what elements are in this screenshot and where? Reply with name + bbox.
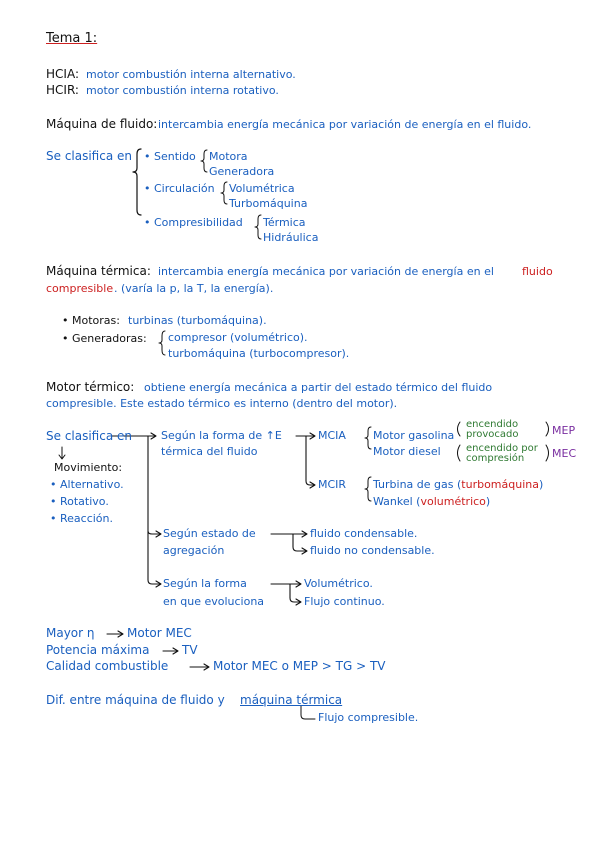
wankel-line: Wankel (volumétrico): [373, 495, 491, 508]
hcia-term: HCIA:: [46, 67, 79, 81]
maquina-termica-rest: . (varía la p, la T, la energía).: [114, 282, 274, 295]
turbina-gas-turbomaquina: turbomáquina: [461, 478, 539, 491]
agregacion-item-no-condensable: fluido no condensable.: [310, 544, 435, 557]
wankel-close: ): [485, 495, 491, 508]
comparacion-1-left: Mayor η: [46, 626, 95, 640]
sentido-item-motora: Motora: [209, 150, 248, 163]
movimiento-item-reaccion: • Reacción.: [50, 512, 113, 525]
movimiento-item-alternativo: • Alternativo.: [50, 478, 124, 491]
encendido-provocado-line1: encendido: [466, 419, 519, 430]
page-title: Tema 1:: [46, 31, 98, 46]
circulacion-item-volumetrica: Volumétrica: [229, 182, 295, 195]
agregacion-line2: agregación: [163, 544, 225, 557]
sentido-item-generadora: Generadora: [209, 165, 275, 178]
encendido-compresion-line2: compresión: [466, 453, 525, 464]
movimiento-label: Movimiento:: [54, 461, 123, 474]
motor-termico-term: Motor térmico:: [46, 380, 135, 394]
compresibilidad-item-termica: Térmica: [263, 216, 306, 229]
hcir-term: HCIR:: [46, 83, 79, 97]
wankel-volumetrico: volumétrico: [420, 495, 486, 508]
comparacion-1-right: Motor MEC: [127, 626, 192, 640]
diferencia-note: Flujo compresible.: [318, 711, 419, 724]
evoluciona-item-flujo-continuo: Flujo continuo.: [304, 595, 385, 608]
agregacion-item-condensable: fluido condensable.: [310, 527, 418, 540]
circulacion-label: • Circulación: [144, 182, 215, 195]
diferencia-lead: Dif. entre máquina de fluido y: [46, 693, 225, 707]
motor-diesel: Motor diesel: [373, 445, 441, 458]
evoluciona-line1: Según la forma: [163, 577, 247, 590]
clasifica-lead-2: Se clasifica en: [46, 429, 132, 443]
maquina-termica-term: Máquina térmica:: [46, 264, 151, 278]
agregacion-line1: Según estado de: [163, 527, 256, 540]
encendido-compresion-line1: encendido por: [466, 443, 538, 454]
diferencia-term: máquina térmica: [240, 693, 343, 707]
compresibilidad-item-hidraulica: Hidráulica: [263, 231, 319, 244]
forma-e-line1: Según la forma de ↑E: [161, 429, 282, 442]
motor-termico-line1: obtiene energía mecánica a partir del es…: [144, 381, 493, 394]
mec-label: MEC: [552, 447, 577, 460]
maquina-termica-desc: intercambia energía mecánica por variaci…: [158, 265, 494, 278]
generadoras-item-compresor: compresor (volumétrico).: [168, 331, 308, 344]
motor-gasolina: Motor gasolina: [373, 429, 455, 442]
turbina-gas-line: Turbina de gas (turbomáquina): [373, 478, 544, 491]
turbina-gas-close: ): [538, 478, 544, 491]
sentido-label: • Sentido: [144, 150, 196, 163]
comparacion-2-left: Potencia máxima: [46, 643, 150, 657]
mcir-label: MCIR: [318, 478, 347, 491]
comparacion-3-right: Motor MEC o MEP > TG > TV: [213, 659, 386, 673]
mcia-label: MCIA: [318, 429, 346, 442]
maquina-fluido-desc: intercambia energía mecánica por variaci…: [158, 118, 532, 131]
motor-termico-line2: compresible. Este estado térmico es inte…: [46, 397, 398, 410]
generadoras-item-turbomaquina: turbomáquina (turbocompresor).: [168, 347, 350, 360]
hcia-desc: motor combustión interna alternativo.: [86, 68, 296, 81]
maquina-termica-fluido: fluido: [522, 265, 553, 278]
clasifica-lead-1: Se clasifica en: [46, 149, 132, 163]
evoluciona-line2: en que evoluciona: [163, 595, 265, 608]
generadoras-label: • Generadoras:: [62, 332, 147, 345]
comparacion-3-left: Calidad combustible: [46, 659, 169, 673]
motoras-desc: turbinas (turbomáquina).: [128, 314, 267, 327]
circulacion-item-turbomaquina: Turbomáquina: [229, 197, 308, 210]
compresibilidad-label: • Compresibilidad: [144, 216, 243, 229]
hcir-desc: motor combustión interna rotativo.: [86, 84, 279, 97]
turbina-gas-text: Turbina de gas (: [373, 478, 462, 491]
wankel-text: Wankel (: [373, 495, 421, 508]
mep-label: MEP: [552, 424, 576, 437]
encendido-provocado-line2: provocado: [466, 429, 519, 440]
motoras-label: • Motoras:: [62, 314, 120, 327]
forma-e-line2: térmica del fluido: [161, 445, 258, 458]
maquina-fluido-term: Máquina de fluido:: [46, 117, 158, 131]
comparacion-2-right: TV: [182, 643, 198, 657]
evoluciona-item-volumetrico: Volumétrico.: [304, 577, 373, 590]
movimiento-item-rotativo: • Rotativo.: [50, 495, 109, 508]
maquina-termica-compresible: compresible: [46, 282, 114, 295]
